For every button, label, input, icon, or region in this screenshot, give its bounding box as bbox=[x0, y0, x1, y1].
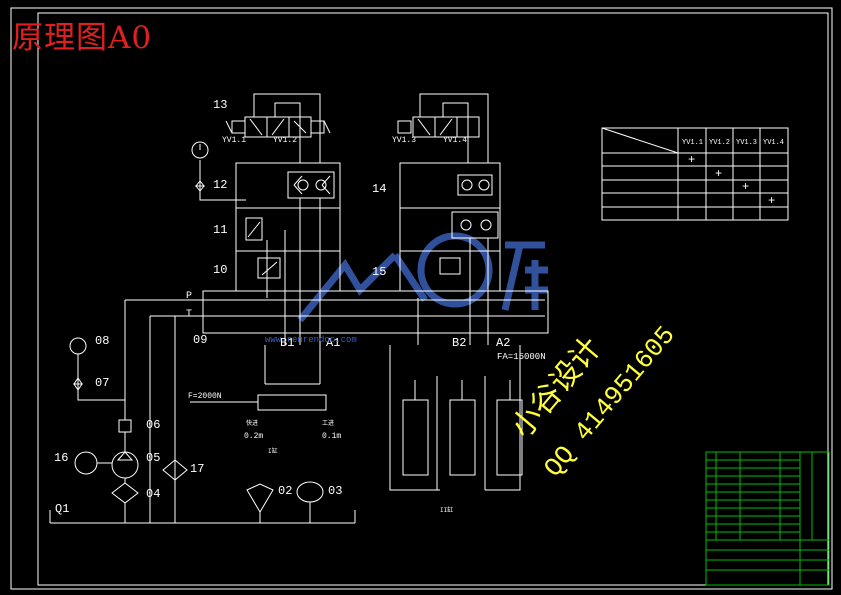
watermark-logo bbox=[297, 232, 548, 323]
port-a1: A1 bbox=[326, 336, 340, 350]
cylinder-2-group bbox=[389, 345, 523, 491]
force-2: FA=15000N bbox=[497, 352, 546, 362]
label-03: 03 bbox=[328, 484, 342, 498]
table-mark-3: + bbox=[742, 180, 749, 194]
pump-station bbox=[49, 337, 356, 524]
line-t: T bbox=[186, 309, 192, 320]
table-mark-2: + bbox=[715, 167, 722, 181]
stroke-work-label: 工进 bbox=[322, 419, 334, 427]
cylinder-1 bbox=[190, 345, 327, 411]
title-block bbox=[705, 451, 830, 586]
label-13: 13 bbox=[213, 98, 227, 112]
outer-frame bbox=[10, 7, 833, 590]
label-08: 08 bbox=[95, 334, 109, 348]
label-09: 09 bbox=[193, 333, 207, 347]
label-02: 02 bbox=[278, 484, 292, 498]
label-15: 15 bbox=[372, 265, 386, 279]
port-a2: A2 bbox=[496, 336, 510, 350]
watermark-site: www.renrendoc.com bbox=[265, 335, 357, 345]
solenoid-yv13: YV1.3 bbox=[392, 136, 416, 145]
left-valve-stack bbox=[191, 93, 341, 345]
cylinder-1-caption: I缸 bbox=[268, 447, 278, 455]
solenoid-yv11: YV1.1 bbox=[222, 136, 246, 145]
table-header-2: YV1.2 bbox=[709, 139, 730, 147]
label-07: 07 bbox=[95, 376, 109, 390]
label-06: 06 bbox=[146, 418, 160, 432]
right-valve-stack bbox=[397, 93, 501, 345]
sequence-table bbox=[601, 127, 789, 221]
label-16: 16 bbox=[54, 451, 68, 465]
label-01: Q1 bbox=[55, 502, 69, 516]
manifold bbox=[124, 290, 549, 523]
label-14: 14 bbox=[372, 182, 386, 196]
port-b1: B1 bbox=[280, 336, 294, 350]
label-11: 11 bbox=[213, 223, 227, 237]
stroke-fast-label: 快进 bbox=[246, 419, 258, 427]
solenoid-yv12: YV1.2 bbox=[273, 136, 297, 145]
cylinder-2-caption: II缸 bbox=[440, 506, 453, 514]
table-header-4: YV1.4 bbox=[763, 139, 784, 147]
label-17: 17 bbox=[190, 462, 204, 476]
label-12: 12 bbox=[213, 178, 227, 192]
label-10: 10 bbox=[213, 263, 227, 277]
line-p: P bbox=[186, 291, 192, 302]
force-1: F=2000N bbox=[188, 392, 222, 401]
inner-frame bbox=[37, 12, 829, 586]
label-05: 05 bbox=[146, 451, 160, 465]
label-04: 04 bbox=[146, 487, 160, 501]
port-b2: B2 bbox=[452, 336, 466, 350]
stroke-work-value: 0.1m bbox=[322, 432, 341, 441]
drawing-title: 原理图A0 bbox=[12, 20, 153, 56]
table-mark-1: + bbox=[688, 153, 695, 167]
table-header-3: YV1.3 bbox=[736, 139, 757, 147]
stroke-fast-value: 0.2m bbox=[244, 432, 263, 441]
solenoid-yv14: YV1.4 bbox=[443, 136, 467, 145]
table-header-1: YV1.1 bbox=[682, 139, 703, 147]
table-mark-4: + bbox=[768, 194, 775, 208]
